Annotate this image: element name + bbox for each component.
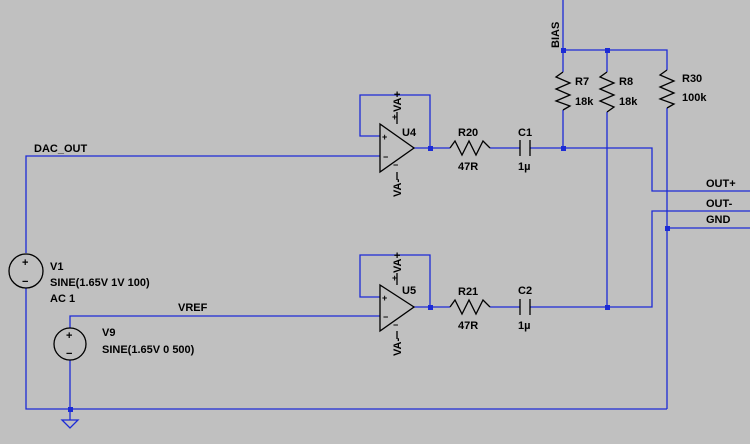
junction-u4-out (428, 146, 433, 151)
opamp-u5-triangle-icon (379, 283, 416, 333)
net-label-gnd: GND (706, 214, 731, 226)
svg-text:+: + (66, 330, 72, 342)
voltage-source-v9-icon (53, 327, 87, 361)
junction-c1-node (561, 146, 566, 151)
junction-u5-out (428, 305, 433, 310)
resistor-r30-name: R30 (682, 73, 702, 85)
net-label-bias: BIAS (550, 22, 562, 48)
resistor-r20-name: R20 (458, 127, 478, 139)
resistor-r7[interactable]: R7 18k (554, 71, 594, 111)
opamp-u5[interactable]: + − + − U5 VA+ VA- (379, 252, 416, 356)
voltage-source-v1[interactable]: + − V1 SINE(1.65V 1V 100) AC 1 (8, 253, 150, 305)
opamp-u4[interactable]: + − + − U4 VA+ VA- (379, 91, 417, 197)
resistor-r30-value: 100k (682, 92, 707, 104)
resistor-r20-icon (449, 139, 491, 157)
capacitor-c2[interactable]: C2 1µ (518, 285, 532, 332)
wire-dac-out[interactable] (25, 155, 380, 253)
resistor-r21-name: R21 (458, 286, 478, 298)
wire-c1-out-plus[interactable] (530, 147, 750, 192)
junctions (68, 48, 670, 412)
resistor-r30-icon (658, 69, 676, 109)
svg-text:−: − (66, 348, 72, 360)
svg-text:−: − (22, 276, 28, 288)
voltage-source-v9[interactable]: + − V9 SINE(1.65V 0 500) (53, 327, 195, 361)
resistor-r20-value: 47R (458, 161, 478, 173)
capacitor-c1[interactable]: C1 1µ (518, 127, 532, 173)
opamp-u4-neg-supply: VA- (392, 179, 404, 197)
junction-bias-r8 (605, 48, 610, 53)
voltage-source-v1-icon (8, 253, 44, 289)
voltage-source-v1-value: SINE(1.65V 1V 100) (50, 277, 150, 289)
svg-text:+: + (392, 112, 397, 122)
wire-vref[interactable] (69, 315, 380, 328)
net-label-vref: VREF (178, 302, 208, 314)
voltage-source-v1-ac: AC 1 (50, 293, 75, 305)
wire-u5-feedback[interactable] (359, 254, 431, 307)
wires (25, 0, 750, 420)
wire-c2-out-minus[interactable] (530, 210, 750, 308)
junction-c2-node (605, 305, 610, 310)
junction-bias-r7 (561, 48, 566, 53)
capacitor-c2-name: C2 (518, 285, 532, 297)
junction-ground (68, 407, 73, 412)
svg-text:+: + (392, 273, 397, 283)
svg-text:+: + (382, 132, 387, 142)
junction-gnd (665, 226, 670, 231)
opamp-u5-neg-supply: VA- (392, 338, 404, 356)
resistor-r21-icon (449, 298, 491, 316)
ground-symbol-icon[interactable] (60, 419, 80, 429)
svg-text:−: − (383, 152, 388, 162)
capacitor-c2-value: 1µ (518, 320, 530, 332)
resistor-r30[interactable]: R30 100k (658, 69, 707, 109)
svg-text:−: − (393, 320, 398, 330)
svg-text:−: − (383, 312, 388, 322)
voltage-source-v9-name: V9 (102, 327, 115, 339)
net-label-out-plus: OUT+ (706, 178, 736, 190)
resistor-r7-icon (554, 71, 572, 111)
capacitor-c1-value: 1µ (518, 161, 530, 173)
resistor-r21[interactable]: R21 47R (449, 286, 491, 332)
opamp-u5-pos-supply: VA+ (392, 252, 404, 273)
net-label-out-minus: OUT- (706, 198, 733, 210)
net-label-dac-out: DAC_OUT (34, 143, 87, 155)
capacitor-c1-icon (519, 140, 531, 156)
opamp-u4-pos-supply: VA+ (392, 91, 404, 112)
resistor-r8[interactable]: R8 18k (598, 71, 638, 113)
opamp-u4-name: U4 (402, 127, 417, 139)
capacitor-c2-icon (519, 299, 531, 315)
svg-text:+: + (22, 257, 28, 269)
resistor-r20[interactable]: R20 47R (449, 127, 491, 173)
voltage-source-v1-name: V1 (50, 261, 63, 273)
svg-text:+: + (382, 293, 387, 303)
svg-text:−: − (393, 160, 398, 170)
opamp-u4-triangle-icon (379, 122, 416, 174)
wire-u4-feedback[interactable] (359, 94, 431, 148)
wire-v1-ground[interactable] (25, 288, 667, 410)
wire-bias[interactable] (562, 0, 668, 70)
resistor-r8-icon (598, 71, 616, 113)
resistor-r8-value: 18k (619, 96, 638, 108)
capacitor-c1-name: C1 (518, 127, 532, 139)
resistor-r7-value: 18k (575, 96, 594, 108)
opamp-u5-name: U5 (402, 285, 416, 297)
voltage-source-v9-value: SINE(1.65V 0 500) (102, 344, 195, 356)
resistor-r7-name: R7 (575, 76, 589, 88)
resistor-r21-value: 47R (458, 320, 478, 332)
resistor-r8-name: R8 (619, 76, 633, 88)
